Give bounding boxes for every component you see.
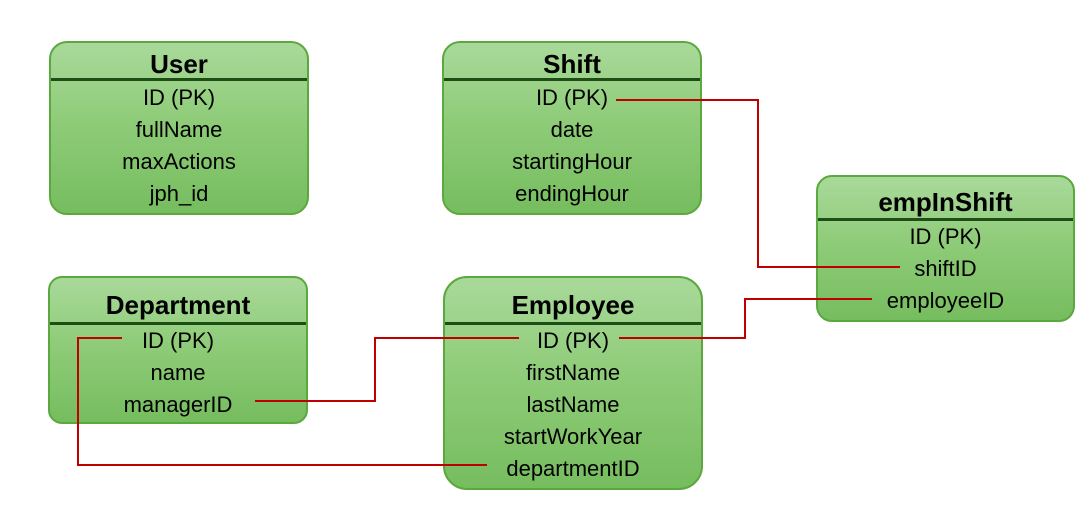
- attribute-list: ID (PK) name managerID: [50, 325, 306, 421]
- attribute-employeeid: employeeID: [886, 288, 1005, 313]
- entity-title: Shift: [444, 43, 700, 81]
- attribute-departmentid: departmentID: [506, 456, 640, 481]
- attribute-startinghour: startingHour: [512, 149, 632, 174]
- entity-department[interactable]: Department ID (PK) name managerID: [48, 276, 308, 424]
- attribute-startworkyear: startWorkYear: [503, 424, 643, 449]
- entity-title: Department: [50, 278, 306, 325]
- attribute-list: ID (PK) shiftID employeeID: [818, 221, 1073, 317]
- attribute-list: ID (PK) fullName maxActions jph_id: [51, 81, 307, 210]
- attribute-id-pk: ID (PK): [909, 224, 982, 249]
- attribute-maxactions: maxActions: [122, 149, 236, 174]
- attribute-jph-id: jph_id: [149, 181, 209, 206]
- attribute-name: name: [150, 360, 206, 385]
- entity-title: Employee: [445, 278, 701, 325]
- entity-title: User: [51, 43, 307, 81]
- attribute-date: date: [550, 117, 594, 142]
- entity-title: empInShift: [818, 177, 1073, 221]
- entity-user[interactable]: User ID (PK) fullName maxActions jph_id: [49, 41, 309, 215]
- entity-employee[interactable]: Employee ID (PK) firstName lastName star…: [443, 276, 703, 490]
- attribute-fullname: fullName: [135, 117, 223, 142]
- attribute-list: ID (PK) firstName lastName startWorkYear…: [445, 325, 701, 485]
- attribute-managerid: managerID: [123, 392, 233, 417]
- attribute-lastname: lastName: [526, 392, 620, 417]
- attribute-id-pk: ID (PK): [142, 85, 216, 110]
- attribute-endinghour: endingHour: [515, 181, 629, 206]
- attribute-id-pk: ID (PK): [141, 328, 215, 353]
- attribute-list: ID (PK) date startingHour endingHour: [444, 81, 700, 210]
- attribute-id-pk: ID (PK): [535, 85, 609, 110]
- attribute-id-pk: ID (PK): [536, 328, 610, 353]
- attribute-shiftid: shiftID: [914, 256, 977, 281]
- attribute-firstname: firstName: [525, 360, 621, 385]
- entity-shift[interactable]: Shift ID (PK) date startingHour endingHo…: [442, 41, 702, 215]
- entity-empinshift[interactable]: empInShift ID (PK) shiftID employeeID: [816, 175, 1075, 322]
